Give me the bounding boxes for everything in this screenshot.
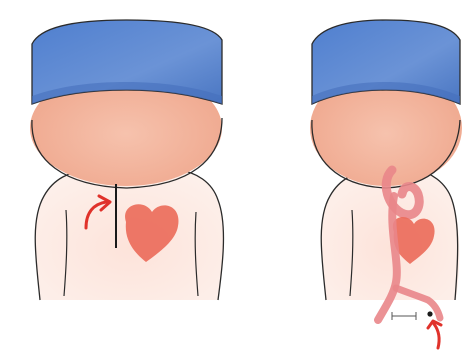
right-red-arrow [434,324,439,348]
right-figure [310,20,462,348]
right-incision-mark [392,312,416,320]
left-figure [30,20,223,300]
right-access-dot [427,311,432,316]
